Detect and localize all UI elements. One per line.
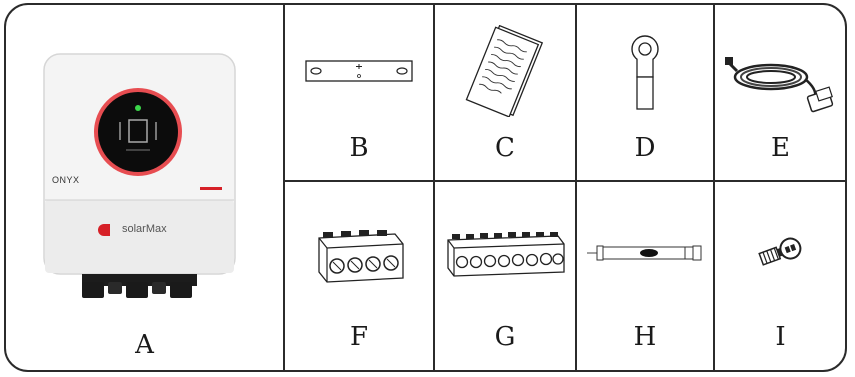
item-letter: G (435, 322, 575, 352)
item-letter: F (285, 322, 433, 352)
eight-pin-terminal-block-icon (444, 232, 566, 280)
item-cell-e: E (715, 5, 846, 180)
screw-icon (756, 232, 806, 272)
expansion-bolt-icon (585, 238, 705, 268)
item-cell-h: H (577, 182, 713, 371)
item-cell-i: I (715, 182, 846, 371)
item-cell-a: ONYX solarMax A (6, 5, 283, 370)
item-letter: D (577, 133, 713, 163)
item-cell-c: C (435, 5, 575, 180)
inverter-logo-label: solarMax (122, 223, 167, 235)
item-cell-b: B (285, 5, 433, 180)
item-letter: H (577, 322, 713, 352)
item-cell-d: D (577, 5, 713, 180)
inverter-brand-label: ONYX (52, 175, 80, 185)
item-letter: E (715, 133, 846, 163)
four-pin-terminal-block-icon (311, 230, 407, 286)
item-letter: A (6, 330, 283, 360)
ring-terminal-icon (625, 33, 665, 113)
item-cell-g: G (435, 182, 575, 371)
cable-icon (725, 49, 837, 115)
manual-document-icon (463, 25, 547, 117)
mounting-bracket-icon (304, 53, 414, 89)
item-letter: C (435, 133, 575, 163)
item-cell-f: F (285, 182, 433, 371)
item-letter: I (715, 322, 846, 352)
item-letter: B (285, 133, 433, 163)
